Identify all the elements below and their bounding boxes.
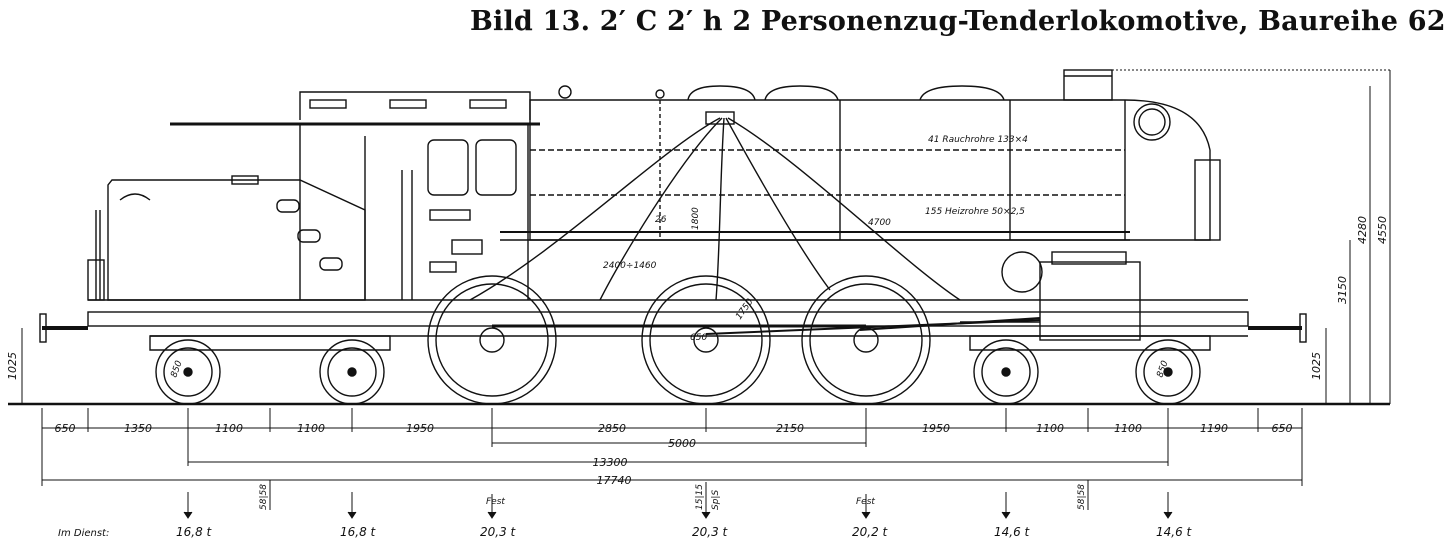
dim-coupled-base: 5000 — [668, 437, 696, 450]
rear-bogie-frame — [149, 335, 391, 351]
coupling-rod — [492, 319, 1041, 335]
dim-h-9: 1100 — [1114, 422, 1142, 435]
loads-label: Im Dienst: — [58, 528, 109, 539]
bogie-wheel-4 — [1135, 339, 1201, 405]
front-bogie-frame — [969, 335, 1211, 351]
dim-h-11: 650 — [1272, 422, 1293, 435]
load-7: 14,6 t — [1156, 525, 1193, 539]
boiler — [469, 69, 1221, 301]
driving-wheel-1 — [427, 275, 557, 405]
dim-bogie-base: 13300 — [593, 456, 628, 469]
label-tube-length: 4700 — [868, 218, 891, 228]
dim-h-1: 1350 — [124, 422, 152, 435]
spring-mark-right: 58|58 — [1077, 484, 1087, 510]
label-d2: 1800 — [691, 207, 701, 230]
dim-v-buffer-left: 1025 — [6, 352, 19, 380]
dim-h-3: 1100 — [297, 422, 325, 435]
spiel-label: Sp|S — [711, 490, 721, 510]
load-6: 14,6 t — [994, 525, 1031, 539]
spiel-mark: 15|15 — [695, 484, 705, 510]
cylinder — [859, 251, 1141, 341]
buffer-front — [1248, 313, 1307, 343]
frame — [87, 231, 1249, 337]
dim-h-10: 1190 — [1200, 422, 1228, 435]
dim-v-boiler-axis: 3150 — [1336, 276, 1349, 304]
label-d7: 650 — [690, 333, 707, 343]
load-arrows — [183, 480, 1173, 519]
drawing-title: Bild 13. 2′ C 2′ h 2 Personenzug-Tenderl… — [470, 6, 1446, 37]
dim-h-5: 2850 — [598, 422, 626, 435]
dim-h-8: 1100 — [1036, 422, 1064, 435]
bogie-wheel-3 — [973, 339, 1039, 405]
fest-mark-2: Fest — [856, 497, 875, 507]
dim-h-2: 1100 — [215, 422, 243, 435]
spring-mark-left: 58|58 — [259, 484, 269, 510]
dim-h-0: 650 — [55, 422, 76, 435]
driving-wheel-2 — [641, 275, 771, 405]
locomotive-drawing: 41 Rauchrohre 133×4 155 Heizrohre 50×2,5… — [6, 69, 1392, 539]
label-d3: 26 — [655, 215, 667, 225]
label-smoke-tubes: 41 Rauchrohre 133×4 — [928, 135, 1028, 145]
label-heating-tubes: 155 Heizrohre 50×2,5 — [925, 207, 1025, 217]
label-d1: 2400÷1460 — [603, 261, 657, 271]
load-4: 20,3 t — [692, 525, 729, 539]
vertical-dimension-lines — [21, 69, 1392, 404]
dim-v-buffer-right: 1025 — [1310, 352, 1323, 380]
bogie-wheel-1 — [155, 339, 221, 405]
cab — [170, 91, 540, 300]
load-1: 16,8 t — [176, 525, 213, 539]
label-d5: 850 — [169, 359, 184, 379]
dim-h-4: 1950 — [406, 422, 434, 435]
dim-h-7: 1950 — [922, 422, 950, 435]
dim-v-chimney: 4280 — [1356, 216, 1369, 244]
driving-wheel-3 — [801, 275, 931, 405]
coal-bunker — [87, 175, 366, 301]
dimension-lines — [41, 408, 1303, 486]
load-3: 20,3 t — [480, 525, 517, 539]
dim-h-6: 2150 — [776, 422, 804, 435]
load-2: 16,8 t — [340, 525, 377, 539]
load-5: 20,2 t — [852, 525, 889, 539]
dim-overall: 17740 — [597, 474, 632, 487]
dim-v-total: 4550 — [1376, 216, 1389, 244]
fest-mark-1: Fest — [486, 497, 505, 507]
bogie-wheel-2 — [319, 339, 385, 405]
buffer-rear — [39, 313, 88, 343]
